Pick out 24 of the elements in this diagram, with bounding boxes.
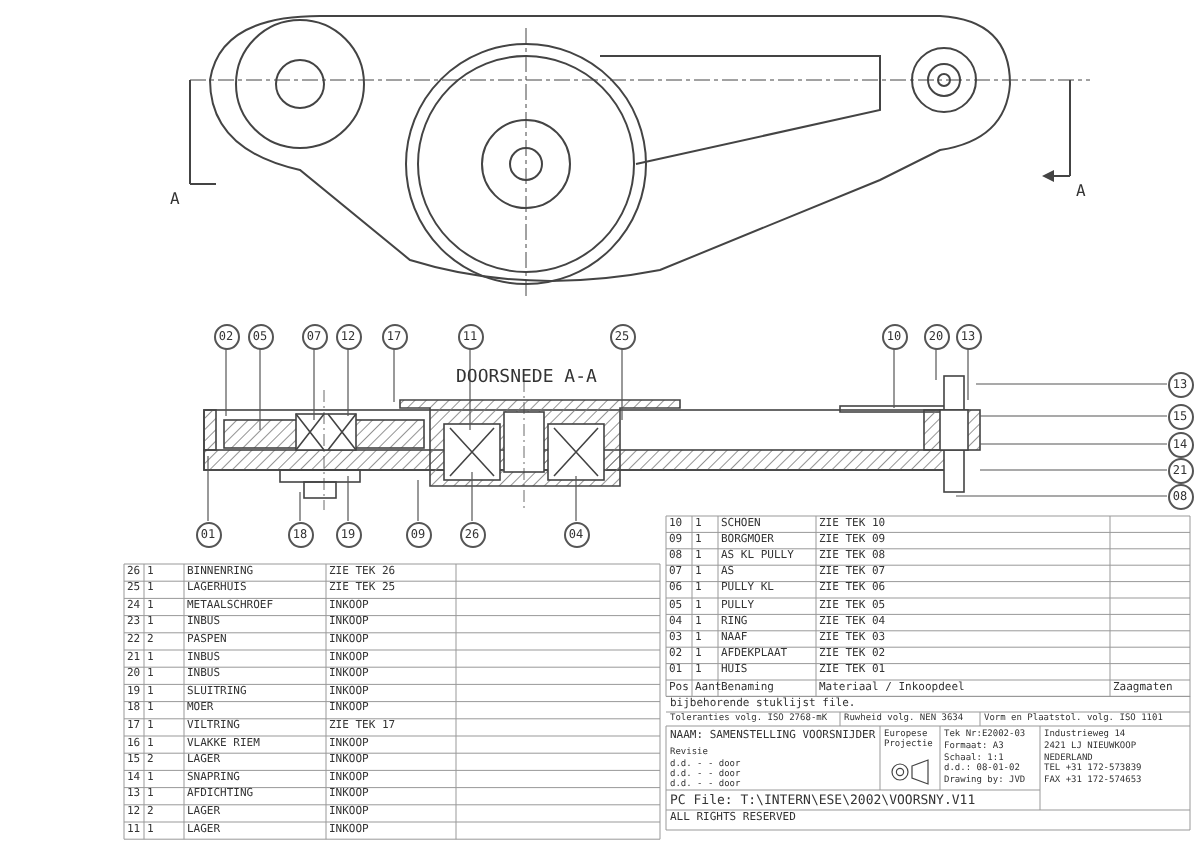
leader-line (393, 348, 395, 403)
leader-line (975, 383, 1168, 385)
leader-line (621, 348, 623, 421)
leader-line (347, 348, 349, 417)
leader-line (575, 475, 577, 522)
leader-line (979, 415, 1168, 417)
leader-line (225, 348, 227, 417)
leader-line (347, 475, 349, 522)
leader-line (299, 491, 301, 522)
leader-line (471, 471, 473, 522)
leader-line (417, 479, 419, 522)
leader-line (955, 495, 1168, 497)
section-mark: A (170, 192, 180, 208)
leader-line (979, 443, 1168, 445)
leader-line (967, 348, 969, 401)
leader-line (935, 348, 937, 381)
leader-line (893, 348, 895, 409)
leader-line (979, 469, 1168, 471)
section-title: DOORSNEDE A-A (456, 370, 597, 388)
leader-line (207, 455, 209, 522)
section-mark: A (1076, 184, 1086, 200)
leader-line (469, 348, 471, 431)
leader-line (259, 348, 261, 431)
leader-line (313, 348, 315, 421)
